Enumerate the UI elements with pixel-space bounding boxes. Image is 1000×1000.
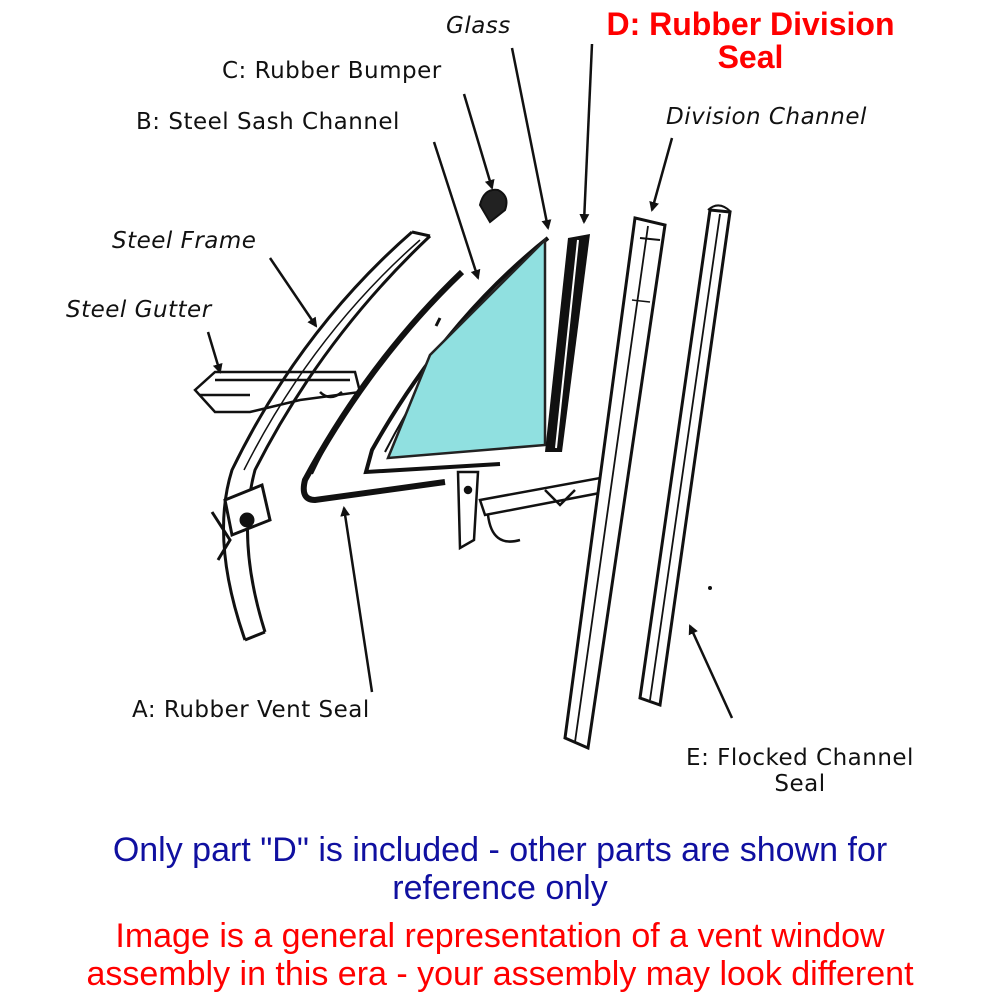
- disclaimer-line1: Image is a general representation of a v…: [115, 917, 885, 955]
- general-representation-disclaimer: Image is a general representation of a v…: [0, 917, 1000, 993]
- rubber-vent-seal-label: A: Rubber Vent Seal: [132, 697, 370, 723]
- steel-frame-label: Steel Frame: [112, 228, 257, 254]
- included-part-note: Only part "D" is included - other parts …: [0, 831, 1000, 907]
- flocked-channel-seal-label-line2: Seal: [774, 771, 826, 797]
- steel-sash-channel-leader: [432, 141, 481, 280]
- glass-label: Glass: [446, 13, 511, 39]
- steel-gutter-label: Steel Gutter: [66, 297, 212, 323]
- glass-pane: [386, 236, 547, 460]
- disclaimer-line2: assembly in this era - your assembly may…: [86, 955, 914, 993]
- rubber-division-seal-part: [545, 234, 590, 452]
- steel-sash-channel-label: B: Steel Sash Channel: [136, 109, 400, 135]
- rubber-bumper-label: C: Rubber Bumper: [222, 58, 442, 84]
- flocked-channel-seal-label-line1: E: Flocked Channel: [686, 745, 914, 771]
- flocked-channel-seal-part: [638, 204, 732, 708]
- rubber-bumper-leader: [462, 93, 495, 190]
- rubber-vent-seal-leader: [340, 506, 374, 693]
- steel-frame-part: [210, 230, 432, 642]
- steel-gutter-leader: [206, 331, 223, 374]
- steel-frame-leader: [268, 257, 318, 328]
- glass-leader: [510, 47, 552, 230]
- flocked-channel-seal-label: E: Flocked Channel Seal: [676, 745, 924, 797]
- rubber-division-seal-label: D: Rubber Division Seal: [578, 8, 923, 74]
- steel-gutter-part: [193, 370, 362, 414]
- included-part-note-line1: Only part "D" is included - other parts …: [112, 831, 888, 869]
- flocked-channel-seal-leader: [688, 624, 734, 719]
- included-part-note-line2: reference only: [392, 869, 608, 907]
- division-channel-leader: [649, 137, 674, 212]
- rubber-division-seal-label-line1: D: Rubber Division: [606, 6, 895, 42]
- division-channel-part: [563, 216, 667, 751]
- rubber-division-seal-label-line2: Seal: [717, 39, 784, 75]
- division-channel-label: Division Channel: [666, 104, 867, 130]
- rubber-bumper-part: [478, 188, 508, 224]
- rubber-vent-seal-part: [300, 269, 465, 504]
- rubber-division-seal-leader: [579, 43, 594, 224]
- vent-hinge-bracket: [456, 470, 607, 551]
